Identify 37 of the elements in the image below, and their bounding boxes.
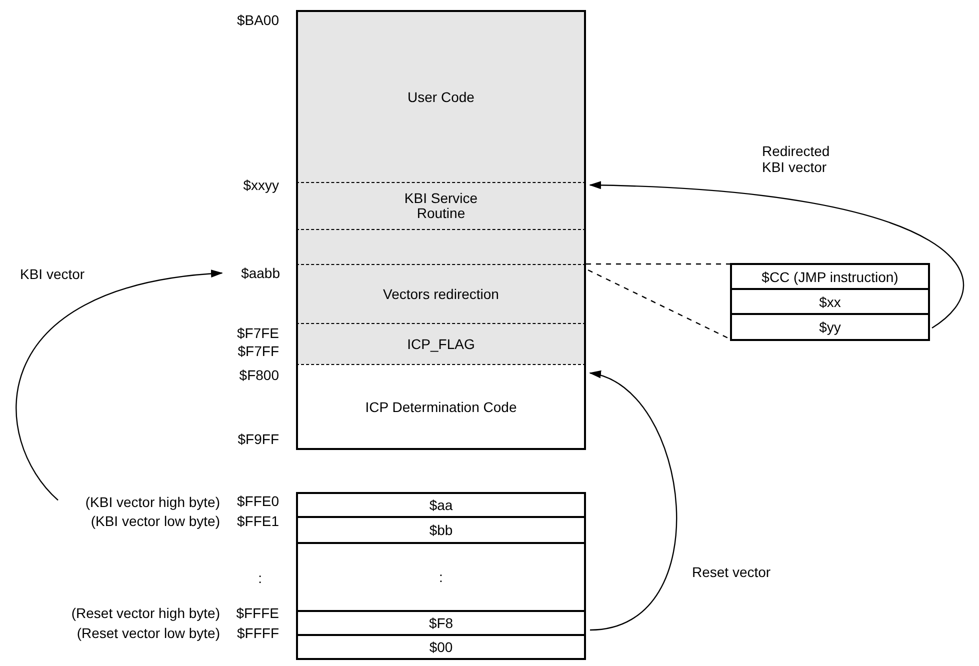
memory-region: KBI Service Routine: [296, 182, 586, 229]
edge-label: Reset vector: [690, 564, 773, 580]
dashed-line: [588, 269, 730, 340]
address-label: $BA00: [236, 12, 279, 28]
memory-region: ICP_FLAG: [296, 323, 586, 364]
address-label: $aabb: [226, 264, 280, 282]
byte-description: (Reset vector low byte): [76, 625, 220, 641]
arrow: [589, 372, 677, 631]
byte-description: (Reset vector high byte): [71, 605, 220, 621]
table-cell: $CC (JMP instruction): [730, 263, 930, 290]
table-cell: $F8: [296, 612, 586, 636]
address-label: $F9FF: [238, 431, 279, 447]
address-label: $F800: [239, 367, 279, 383]
byte-description: (KBI vector low byte): [90, 513, 220, 529]
table-cell: $xx: [730, 290, 930, 315]
address-label: $FFFF: [237, 625, 279, 641]
memory-region: Vectors redirection: [296, 264, 586, 323]
address-label: :: [258, 570, 262, 586]
table-cell: $aa: [296, 492, 586, 518]
table-cell: $00: [296, 636, 586, 660]
table-cell: :: [296, 544, 586, 612]
address-label: $FFE0: [236, 493, 279, 509]
table-cell: $bb: [296, 518, 586, 544]
address-label: $FFFE: [236, 605, 279, 621]
address-label: $F7FE: [236, 325, 279, 341]
edge-label: KBI vector: [18, 266, 87, 282]
address-label: $xxyy: [243, 177, 279, 193]
memory-region: ICP Determination Code: [296, 364, 586, 450]
address-label: $FFE1: [236, 513, 279, 529]
table-cell: $yy: [730, 315, 930, 341]
address-label: $F7FF: [238, 343, 279, 359]
memory-region: User Code: [296, 10, 586, 182]
byte-description: (KBI vector high byte): [60, 493, 220, 511]
dashed-line: [586, 263, 730, 265]
memory-region: [296, 229, 586, 264]
arrow: [16, 270, 223, 501]
arrow: [589, 181, 964, 328]
